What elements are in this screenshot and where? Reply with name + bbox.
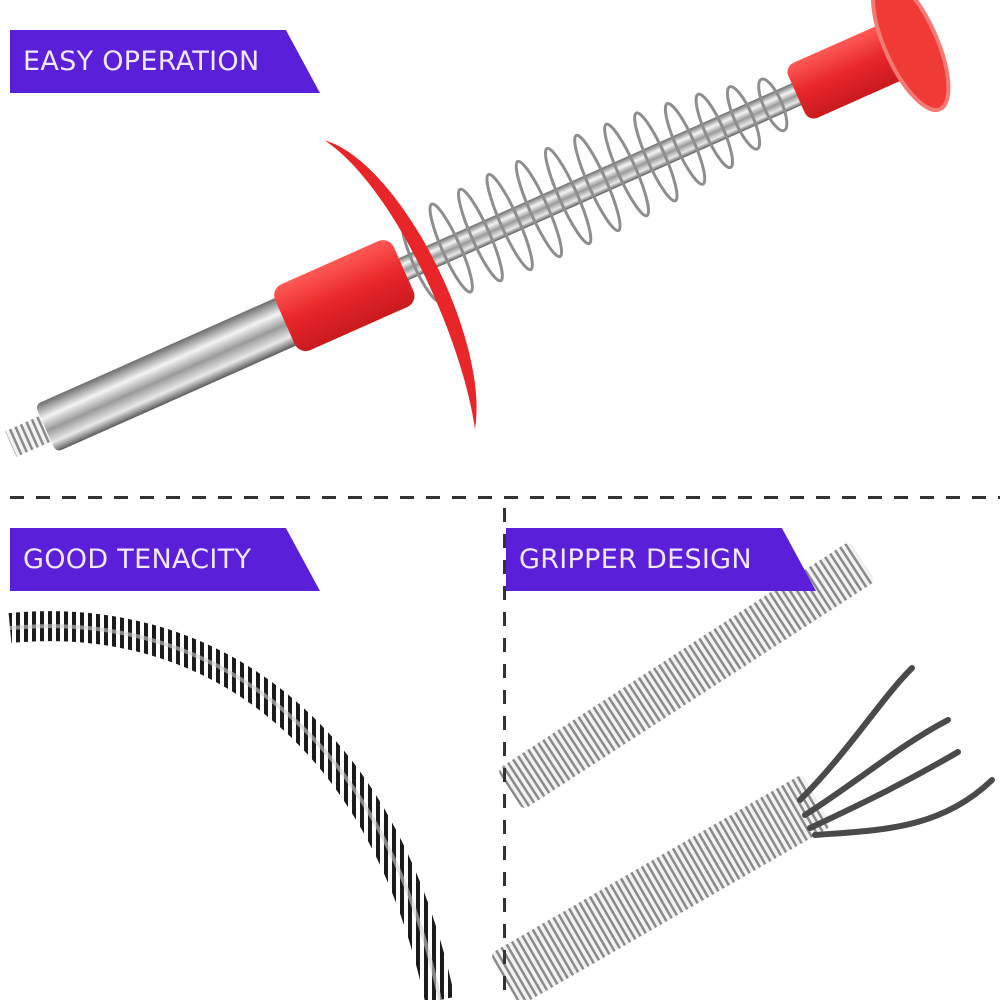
banner-label: GRIPPER DESIGN [519,544,752,575]
banner-gripper-design: GRIPPER DESIGN [506,528,816,591]
banner-easy-operation: EASY OPERATION [10,30,320,93]
gripper-illustration [492,543,995,1000]
banner-label: GOOD TENACITY [23,544,252,575]
flexible-cable-illustration [8,611,455,1000]
banner-good-tenacity: GOOD TENACITY [10,528,320,591]
horizontal-divider [10,496,1000,499]
vertical-divider [503,508,506,1000]
banner-label: EASY OPERATION [23,46,260,77]
handle-illustration [5,0,951,457]
